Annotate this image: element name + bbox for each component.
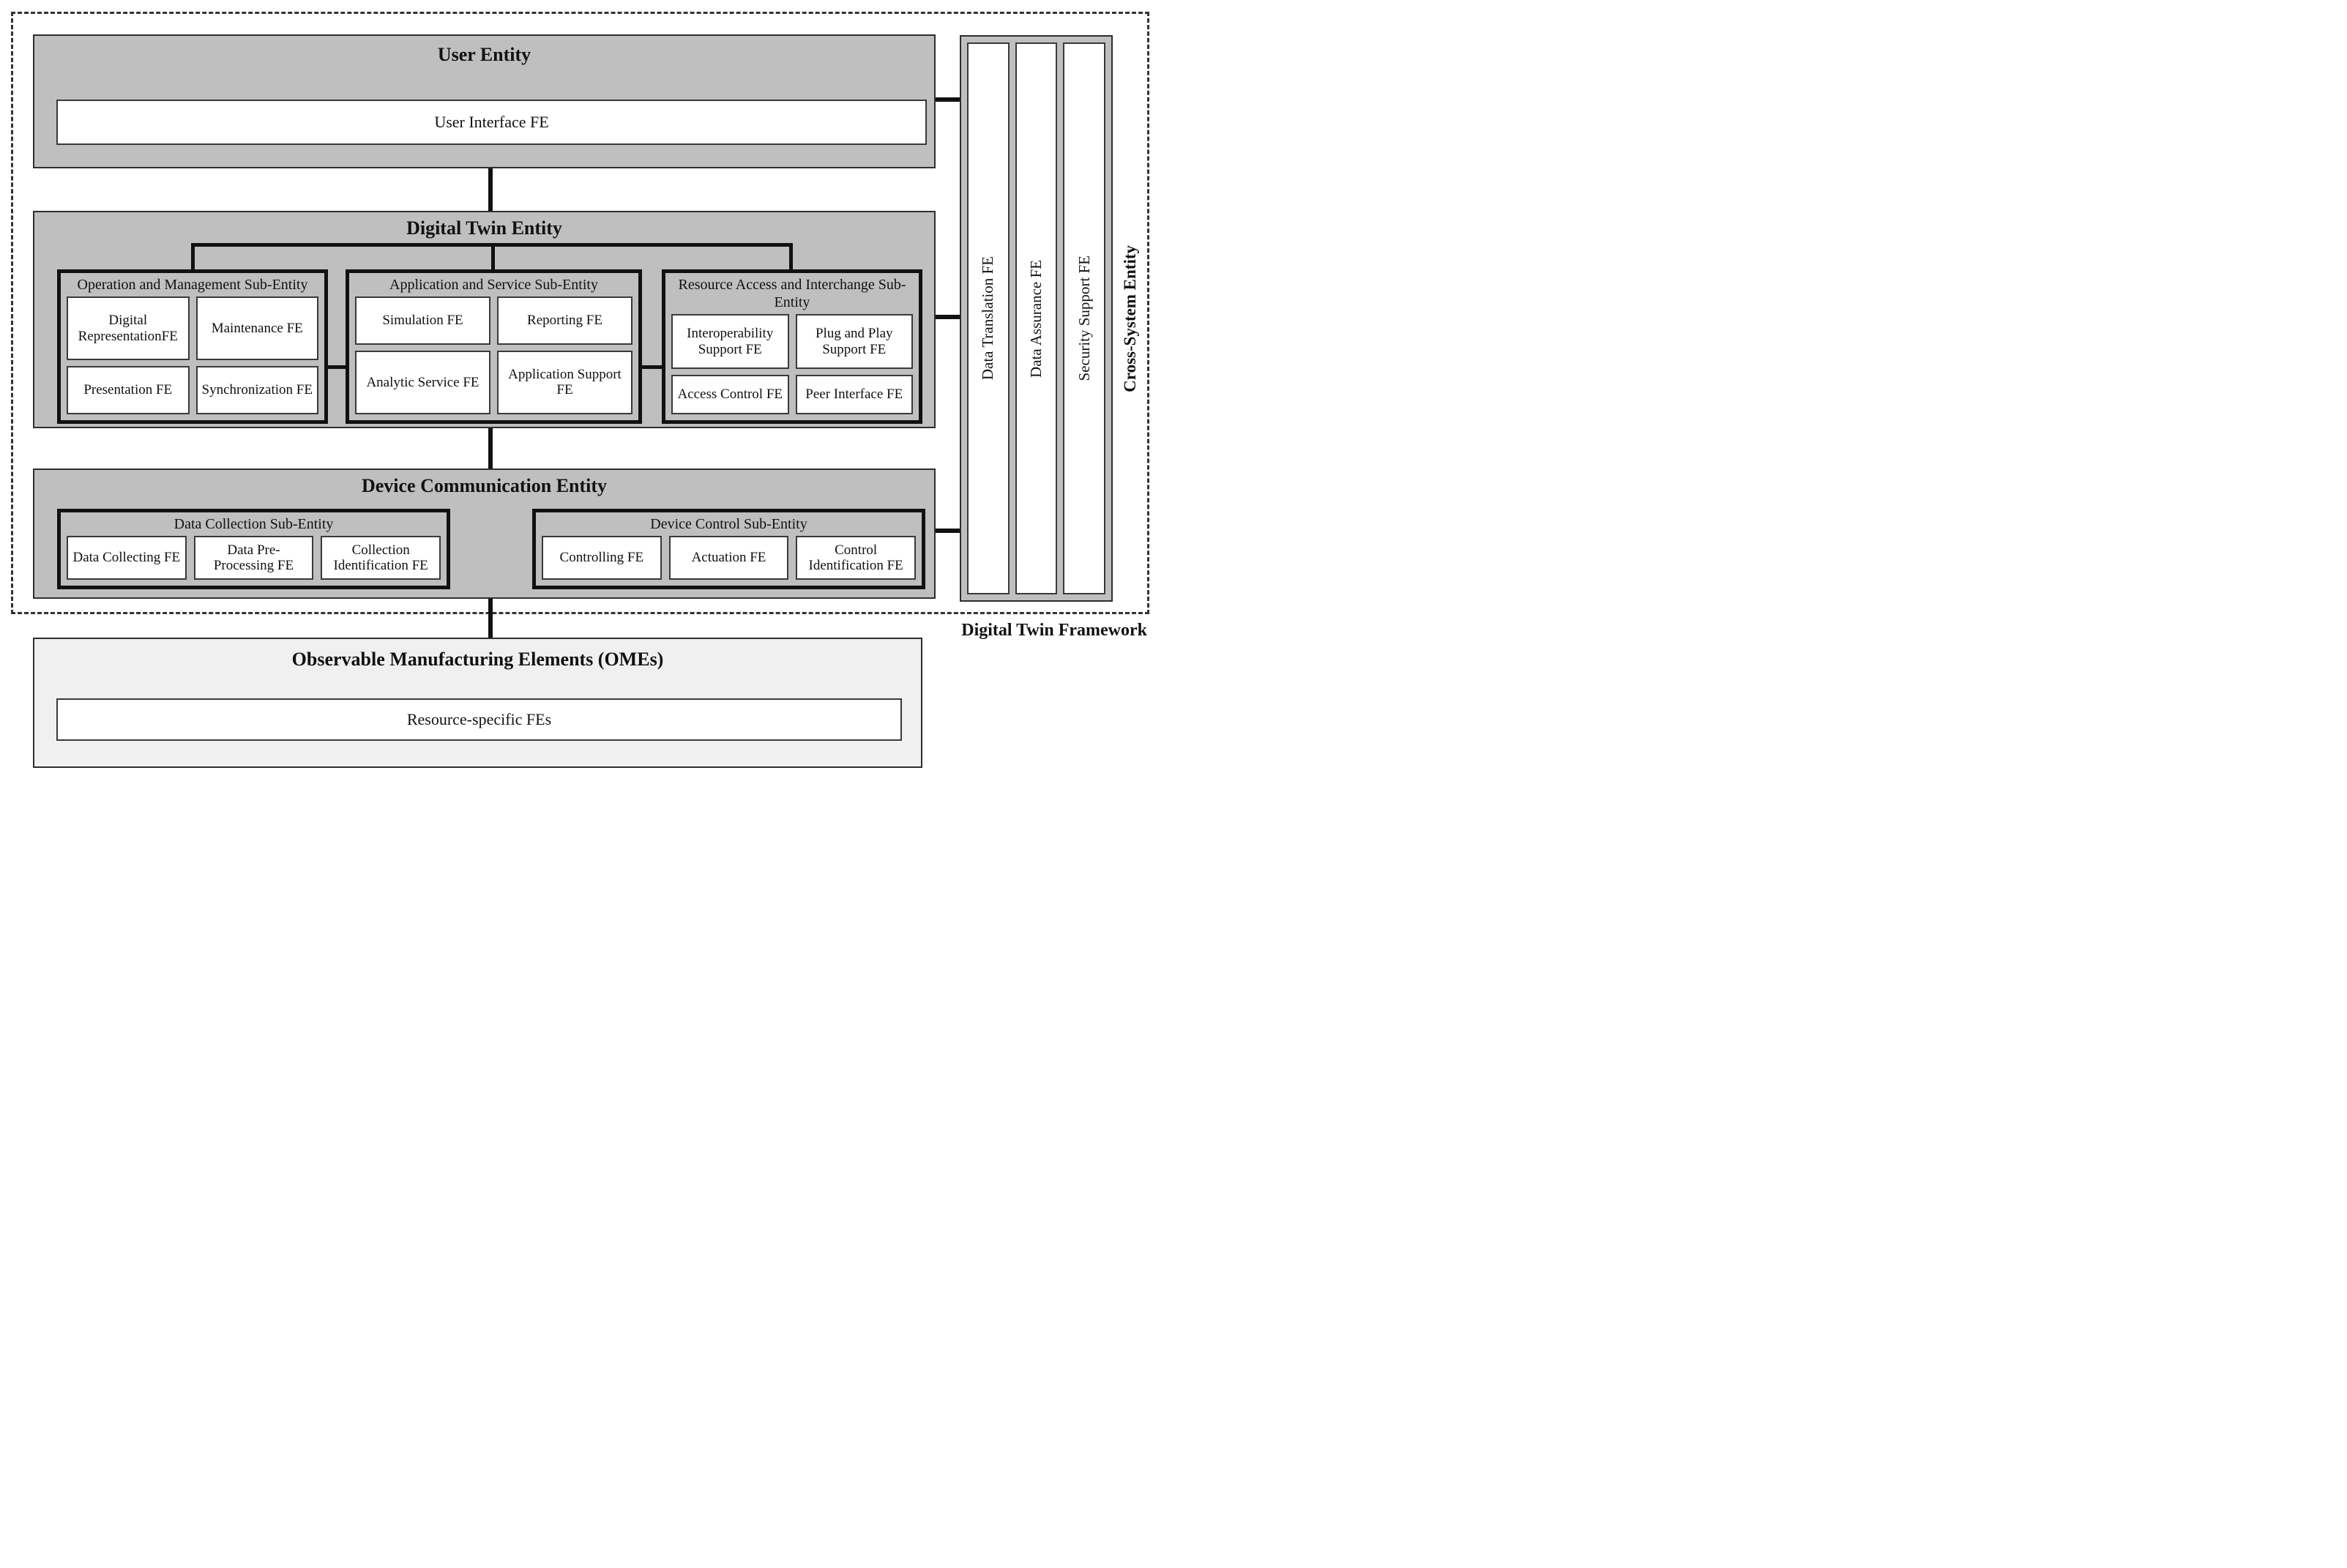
fe-box-peer-interface: Peer Interface FE	[795, 375, 913, 414]
digital-twin-entity-title: Digital Twin Entity	[406, 217, 562, 239]
fe-box-simulation: Simulation FE	[355, 296, 490, 345]
dte-bus-drop-middle	[491, 243, 495, 271]
data-translation-fe-label: Data Translation FE	[979, 256, 997, 381]
sub-entity-resource-access-title: Resource Access and Interchange Sub-Enti…	[678, 277, 906, 310]
fe-box-control-identification: Control Identification FE	[796, 536, 916, 580]
fe-box-controlling: Controlling FE	[542, 536, 662, 580]
sub-entity-resource-access: Resource Access and Interchange Sub-Enti…	[662, 269, 922, 424]
fe-box-application-support: Application Support FE	[497, 350, 633, 414]
fe-box-plug-and-play-support: Plug and Play Support FE	[795, 314, 913, 370]
fe-box-presentation: Presentation FE	[67, 366, 190, 414]
data-assurance-fe-bar: Data Assurance FE	[1015, 42, 1058, 594]
fe-box-analytic-service: Analytic Service FE	[355, 350, 490, 414]
connector-appsvc-to-resacc	[639, 365, 662, 369]
cross-system-entity-title: Cross-System Entity	[1114, 146, 1146, 490]
connector-opmgmt-to-appsvc	[325, 365, 348, 369]
sub-entity-application-service: Application and Service Sub-Entity Simul…	[346, 269, 642, 424]
connector-dte-to-dce	[488, 427, 493, 468]
security-support-fe-label: Security Support FE	[1075, 255, 1093, 381]
connector-dte-to-cse	[934, 315, 961, 319]
user-entity-title: User Entity	[437, 44, 531, 65]
dte-bus-drop-left	[191, 243, 195, 271]
framework-label: Digital Twin Framework	[961, 621, 1147, 640]
dte-bus-drop-right	[789, 243, 793, 271]
fe-box-interoperability-support: Interoperability Support FE	[671, 314, 789, 370]
fe-box-collection-identification: Collection Identification FE	[321, 536, 441, 580]
cross-system-entity-title-text: Cross-System Entity	[1121, 244, 1139, 392]
user-interface-fe-label: User Interface FE	[434, 113, 549, 131]
sub-entity-data-collection: Data Collection Sub-Entity Data Collecti…	[57, 509, 450, 589]
sub-entity-resource-access-grid: Interoperability Support FE Plug and Pla…	[665, 313, 919, 420]
sub-entity-device-control-title: Device Control Sub-Entity	[650, 516, 807, 532]
device-communication-entity-title: Device Communication Entity	[361, 475, 608, 496]
connector-dce-to-cse	[934, 529, 961, 533]
fe-box-synchronization: Synchronization FE	[195, 366, 318, 414]
omes-box: Observable Manufacturing Elements (OMEs)…	[33, 638, 922, 768]
omes-title: Observable Manufacturing Elements (OMEs)	[291, 649, 664, 670]
fe-box-actuation: Actuation FE	[668, 536, 789, 580]
connector-ue-to-cse	[934, 97, 961, 102]
sub-entity-data-collection-grid: Data Collecting FE Data Pre-Processing F…	[61, 534, 447, 586]
fe-box-access-control: Access Control FE	[671, 375, 789, 414]
fe-box-data-collecting: Data Collecting FE	[67, 536, 187, 580]
fe-box-reporting: Reporting FE	[497, 296, 633, 345]
connector-user-to-dte	[488, 168, 493, 212]
data-translation-fe-bar: Data Translation FE	[967, 42, 1010, 594]
user-interface-fe-box: User Interface FE	[56, 100, 927, 145]
sub-entity-application-service-title: Application and Service Sub-Entity	[389, 277, 598, 293]
fe-box-maintenance: Maintenance FE	[195, 296, 318, 361]
data-assurance-fe-label: Data Assurance FE	[1027, 259, 1045, 378]
resource-specific-fes-label: Resource-specific FEs	[406, 710, 552, 728]
sub-entity-operation-management-grid: Digital RepresentationFE Maintenance FE …	[61, 295, 324, 420]
cross-system-entity-panel: Data Translation FE Data Assurance FE Se…	[960, 35, 1113, 602]
framework-dashed-border	[11, 12, 1149, 614]
fe-box-digital-representation: Digital RepresentationFE	[67, 296, 190, 361]
sub-entity-operation-management-title: Operation and Management Sub-Entity	[77, 277, 308, 293]
sub-entity-device-control: Device Control Sub-Entity Controlling FE…	[532, 509, 925, 589]
sub-entity-operation-management: Operation and Management Sub-Entity Digi…	[57, 269, 328, 424]
fe-box-data-pre-processing: Data Pre-Processing FE	[193, 536, 314, 580]
connector-dce-to-ome	[488, 597, 493, 638]
resource-specific-fes-box: Resource-specific FEs	[56, 698, 902, 741]
digital-twin-framework-diagram: User Entity User Interface FE Digital Tw…	[0, 0, 1174, 784]
sub-entity-device-control-grid: Controlling FE Actuation FE Control Iden…	[536, 534, 922, 586]
sub-entity-application-service-grid: Simulation FE Reporting FE Analytic Serv…	[349, 295, 638, 420]
user-entity-box: User Entity User Interface FE	[33, 34, 936, 168]
sub-entity-data-collection-title: Data Collection Sub-Entity	[173, 516, 334, 532]
security-support-fe-bar: Security Support FE	[1063, 42, 1106, 594]
